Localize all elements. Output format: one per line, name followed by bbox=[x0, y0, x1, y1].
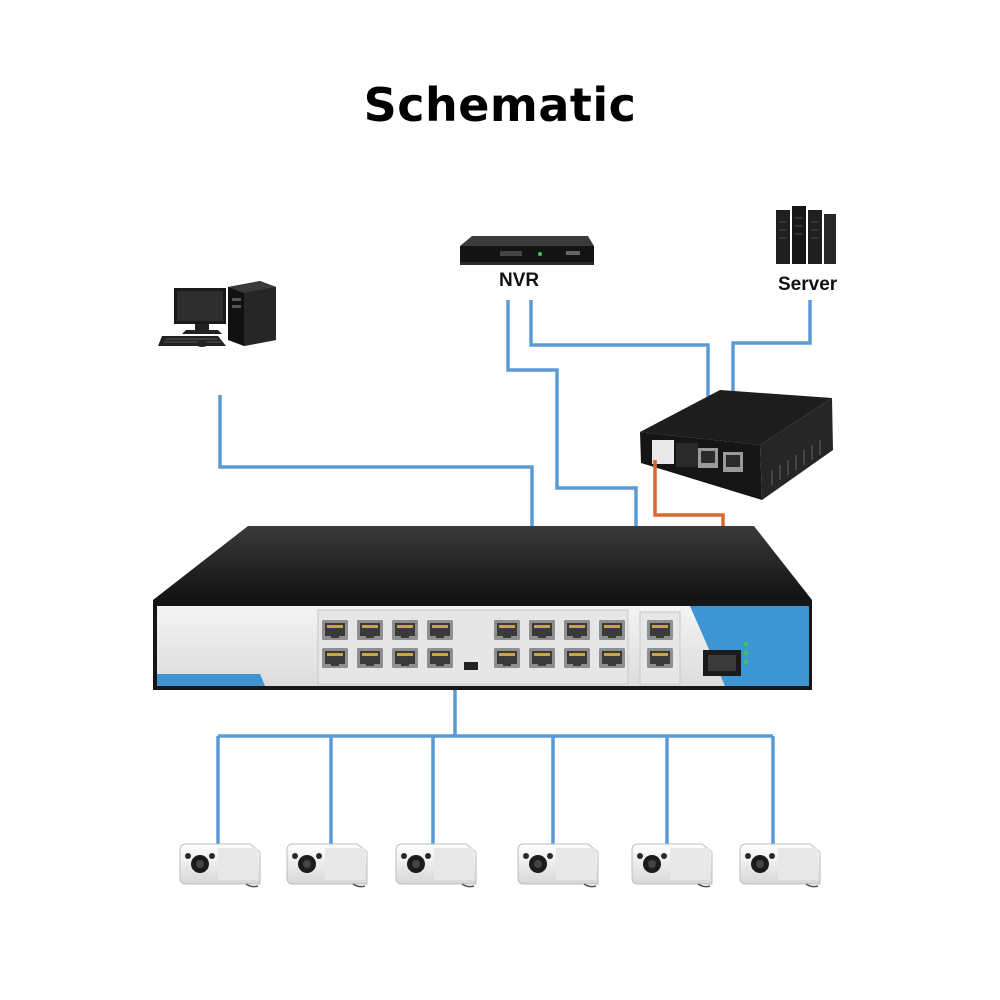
bullet-camera-icon bbox=[286, 843, 368, 888]
bullet-camera-icon bbox=[739, 843, 821, 888]
nvr-label: NVR bbox=[499, 270, 540, 291]
bullet-camera-icon bbox=[179, 843, 261, 888]
server-label: Server bbox=[778, 274, 838, 295]
bullet-camera-icon bbox=[631, 843, 713, 888]
bullet-camera-icon bbox=[517, 843, 599, 888]
page-title: Schematic bbox=[363, 78, 637, 132]
server-icon bbox=[776, 206, 836, 264]
media-converter-icon bbox=[640, 390, 833, 500]
desktop-computer-icon bbox=[158, 281, 276, 347]
poe-switch-icon bbox=[153, 526, 812, 690]
nvr-icon bbox=[460, 236, 594, 265]
bullet-camera-icon bbox=[395, 843, 477, 888]
